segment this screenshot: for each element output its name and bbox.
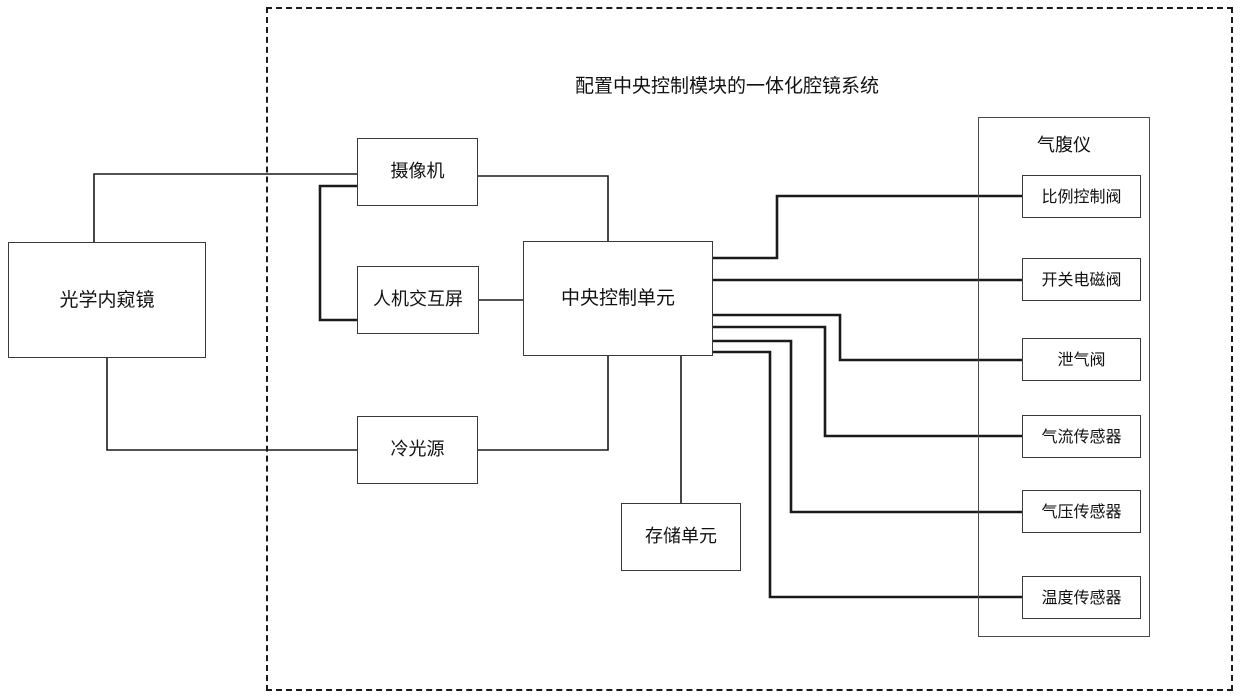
insufflator-item-4-label: 气压传感器 (1041, 501, 1122, 521)
insufflator-item-proportional-control-valve[interactable]: 比例控制阀 (1022, 175, 1141, 218)
node-optical-endoscope[interactable]: 光学内窥镜 (8, 242, 206, 358)
node-cold-light-source[interactable]: 冷光源 (357, 416, 478, 484)
insufflator-item-deflation-valve[interactable]: 泄气阀 (1022, 338, 1141, 381)
insufflator-item-on-off-solenoid-valve[interactable]: 开关电磁阀 (1022, 258, 1141, 301)
node-central-control-unit-label: 中央控制单元 (560, 287, 675, 310)
diagram-title: 配置中央控制模块的一体化腔镜系统 (575, 75, 880, 97)
node-central-control-unit[interactable]: 中央控制单元 (523, 241, 713, 356)
insufflator-panel-title: 气腹仪 (1037, 135, 1091, 156)
insufflator-item-2-label: 泄气阀 (1057, 349, 1106, 369)
system-boundary (266, 7, 1233, 691)
insufflator-item-5-label: 温度传感器 (1041, 587, 1122, 607)
node-hmi-screen-label: 人机交互屏 (373, 289, 463, 311)
node-cold-light-source-label: 冷光源 (390, 439, 445, 461)
node-camera[interactable]: 摄像机 (357, 138, 478, 206)
node-storage-unit-label: 存储单元 (645, 526, 717, 548)
insufflator-item-1-label: 开关电磁阀 (1041, 269, 1122, 289)
insufflator-item-0-label: 比例控制阀 (1041, 186, 1122, 206)
insufflator-item-air-pressure-sensor[interactable]: 气压传感器 (1022, 490, 1141, 533)
insufflator-item-temperature-sensor[interactable]: 温度传感器 (1022, 576, 1141, 619)
node-optical-endoscope-label: 光学内窥镜 (59, 288, 155, 311)
node-hmi-screen[interactable]: 人机交互屏 (357, 266, 479, 334)
node-camera-label: 摄像机 (390, 161, 445, 183)
insufflator-item-3-label: 气流传感器 (1041, 426, 1122, 446)
insufflator-item-airflow-sensor[interactable]: 气流传感器 (1022, 415, 1141, 458)
insufflator-panel (978, 117, 1150, 637)
node-storage-unit[interactable]: 存储单元 (621, 503, 741, 571)
